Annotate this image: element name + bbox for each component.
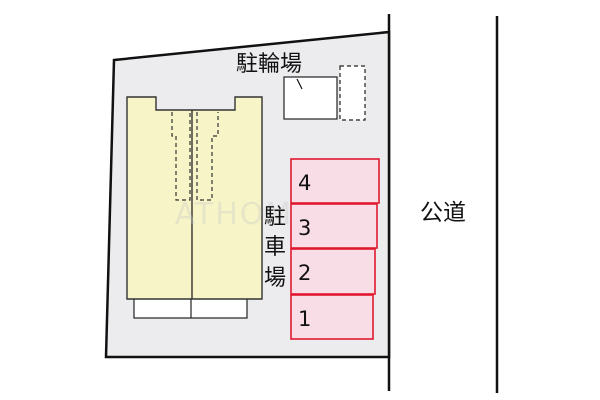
stairwell-right-dashed bbox=[196, 112, 219, 201]
bicycle-parking-label: 駐輪場 bbox=[236, 52, 302, 77]
parking-space-number-3: 3 bbox=[298, 216, 311, 240]
parking-space-number-4: 4 bbox=[298, 171, 311, 195]
parking-space-1 bbox=[290, 294, 374, 340]
apartment-building bbox=[126, 96, 263, 300]
parking-space-3 bbox=[290, 203, 378, 249]
stairwell-left-dashed bbox=[171, 112, 191, 201]
parking-label-char-2: 車 bbox=[264, 235, 286, 260]
parking-label-char-3: 場 bbox=[264, 266, 286, 291]
bicycle-parking-leader-line bbox=[296, 78, 303, 90]
bicycle-parking-box bbox=[283, 76, 338, 120]
public-road-label: 公道 bbox=[420, 200, 466, 226]
parking-space-4 bbox=[290, 158, 380, 204]
parking-label-vertical: 駐 車 場 bbox=[264, 205, 286, 291]
parking-spaces: 4 3 2 1 bbox=[290, 158, 380, 340]
parking-space-number-2: 2 bbox=[298, 261, 311, 285]
parking-space-2 bbox=[290, 248, 376, 295]
bicycle-parking-dashed-box bbox=[339, 65, 366, 121]
parking-space-number-1: 1 bbox=[298, 307, 311, 331]
parking-label-char-1: 駐 bbox=[264, 205, 286, 230]
